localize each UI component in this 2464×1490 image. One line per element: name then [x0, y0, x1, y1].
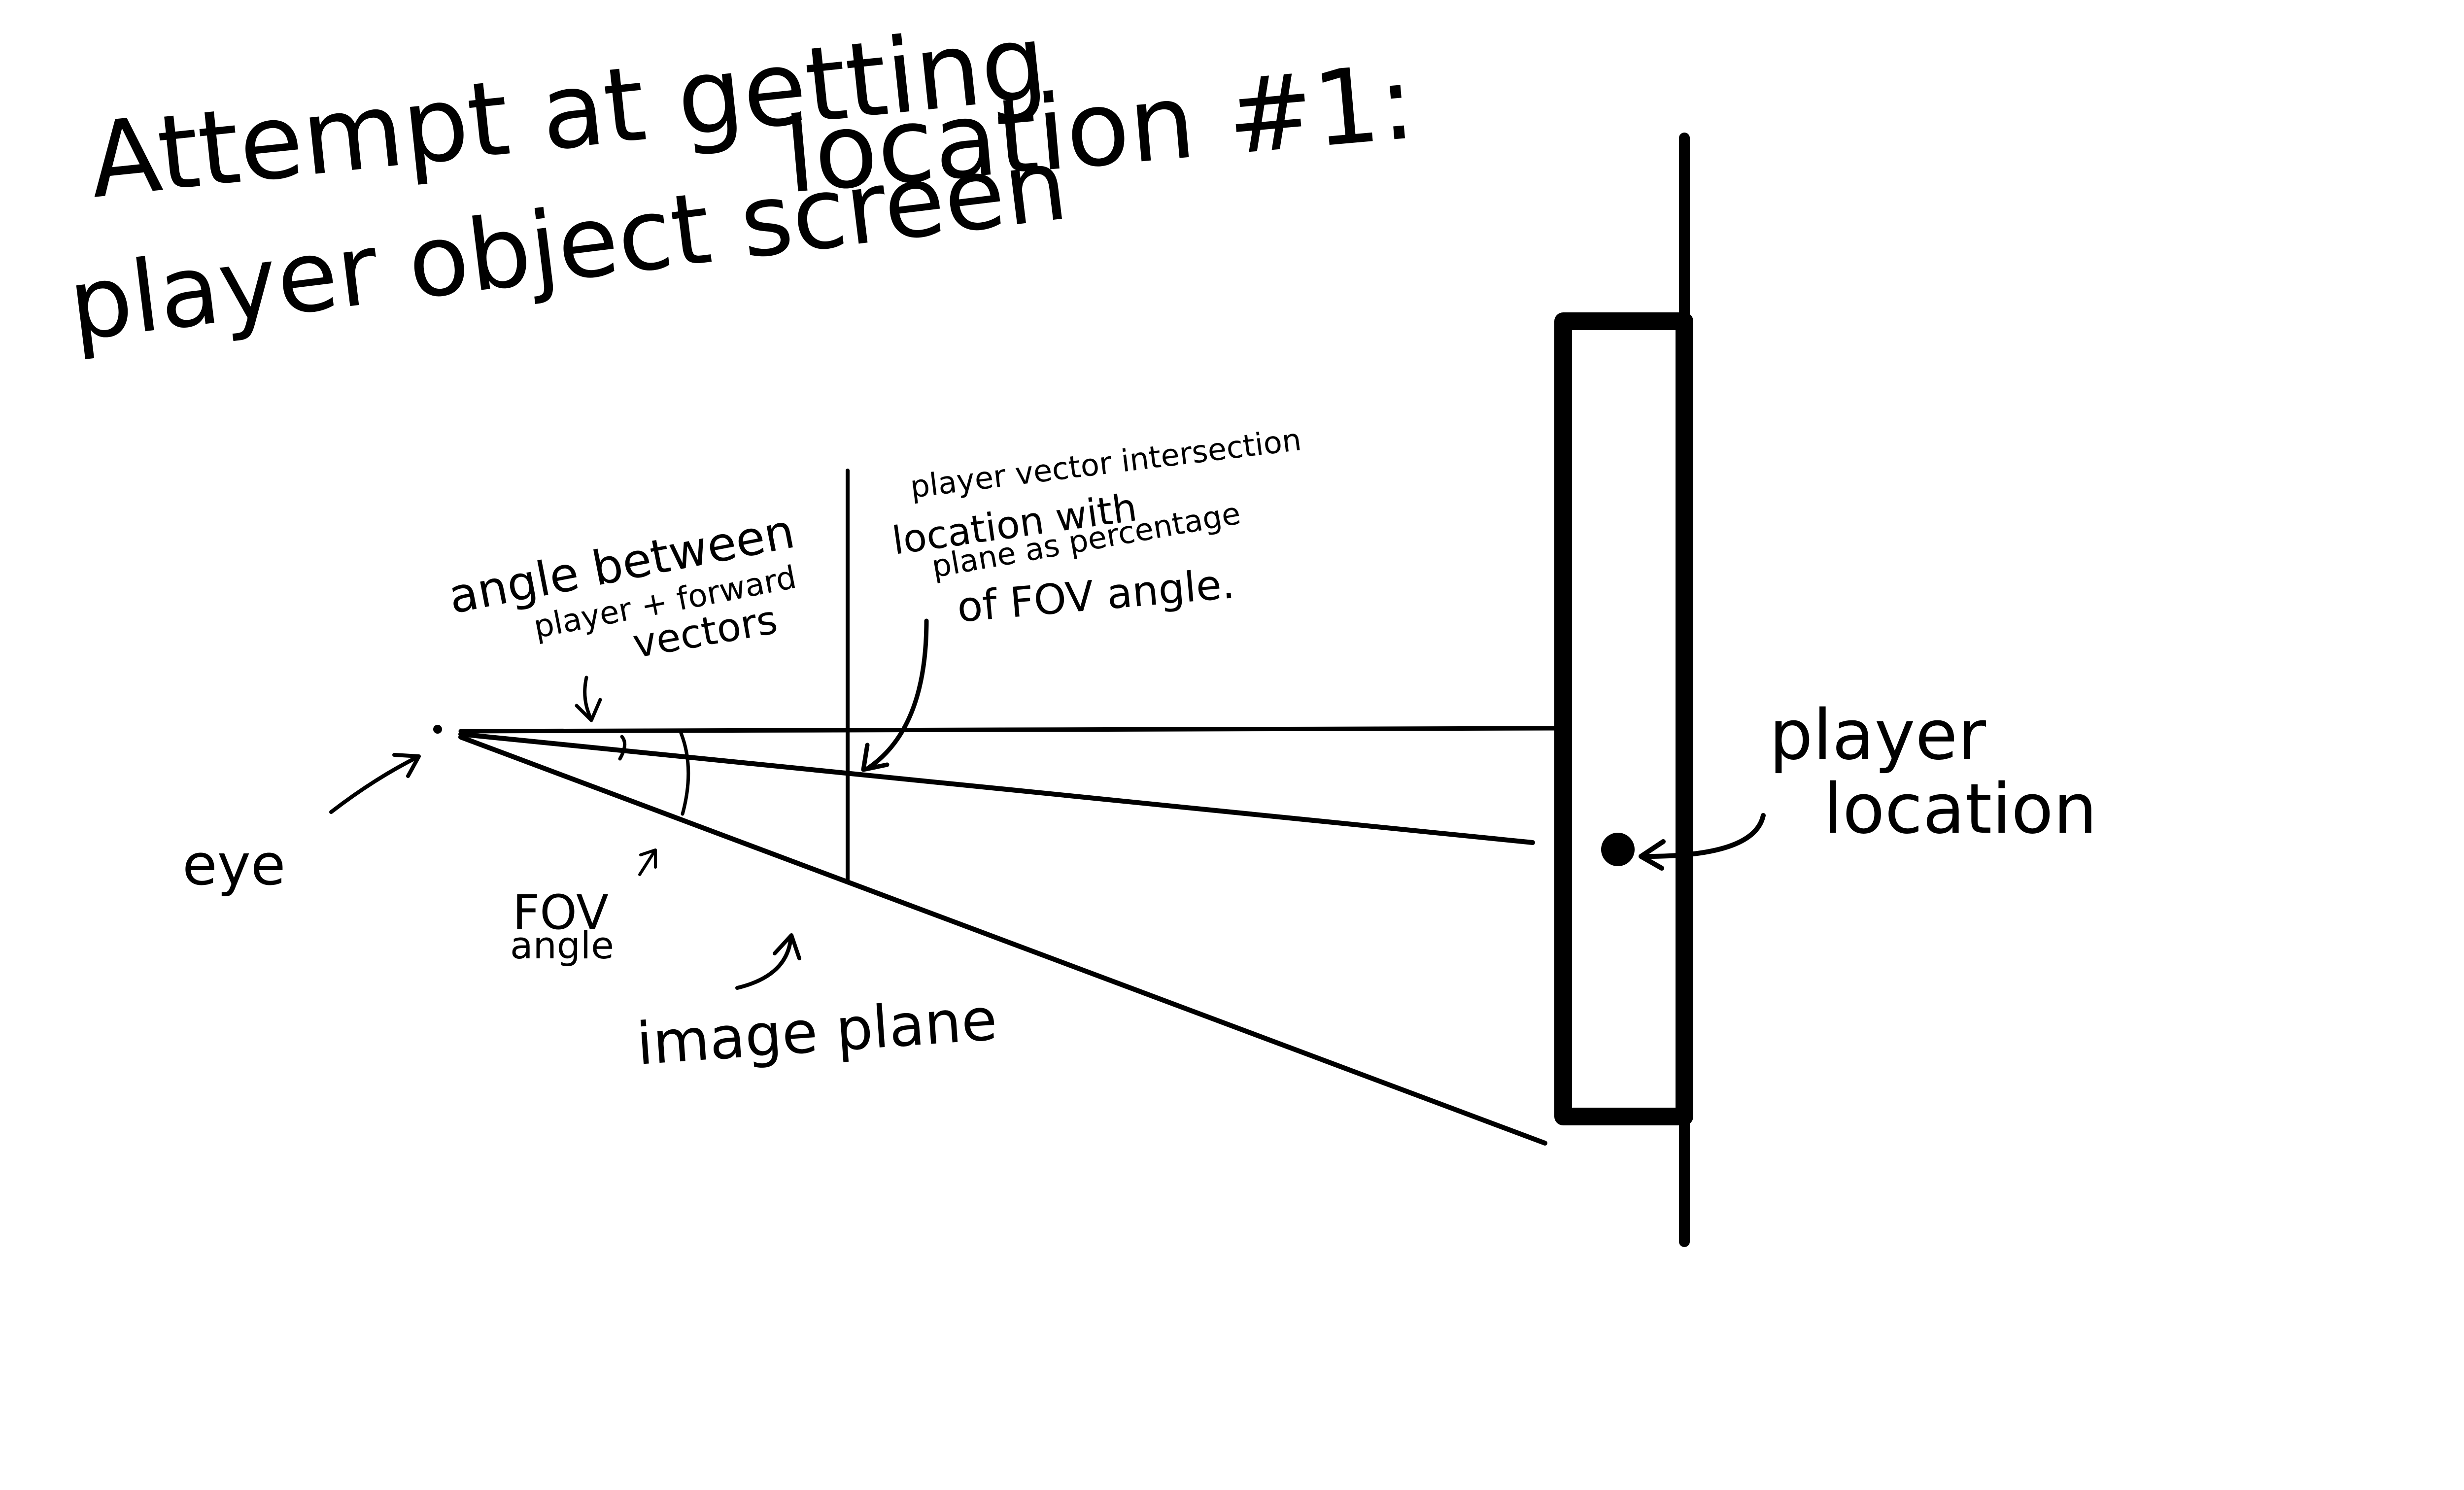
player-location-label-line1: player	[1769, 695, 1986, 776]
fov-angle-arc	[679, 731, 690, 816]
vectors	[458, 726, 1560, 1146]
forward-vector	[458, 726, 1560, 734]
screen-rectangle	[1554, 312, 1693, 1125]
image-plane-label: image plane	[634, 985, 999, 1078]
angle-arcs	[618, 731, 690, 816]
image-plane-arrow-icon	[735, 933, 801, 990]
eye-arrow-icon	[329, 753, 421, 814]
fov-label-line1: FOV	[513, 885, 609, 940]
player-location-dot	[1601, 833, 1635, 866]
player-location-arrow-icon	[1639, 813, 1766, 871]
fov-boundary-vector	[458, 735, 1547, 1146]
player-angle-arc	[618, 735, 627, 761]
labels: eye angle between player + forward vecto…	[182, 421, 2097, 1078]
title: Attempt at getting location #1: player o…	[63, 1, 1419, 363]
intersection-arrow-icon	[861, 618, 929, 772]
eye-point	[433, 725, 442, 734]
annotation-arrows	[329, 618, 1766, 990]
player-vector	[458, 732, 1535, 845]
screen-wall	[1554, 133, 1693, 1247]
fov-label-line2: angle	[510, 923, 614, 967]
player-location-label-line2: location	[1823, 769, 2097, 849]
fov-angle-arrow-icon	[638, 848, 657, 876]
angle-between-arrow-icon	[575, 676, 602, 722]
eye-label: eye	[182, 832, 286, 898]
